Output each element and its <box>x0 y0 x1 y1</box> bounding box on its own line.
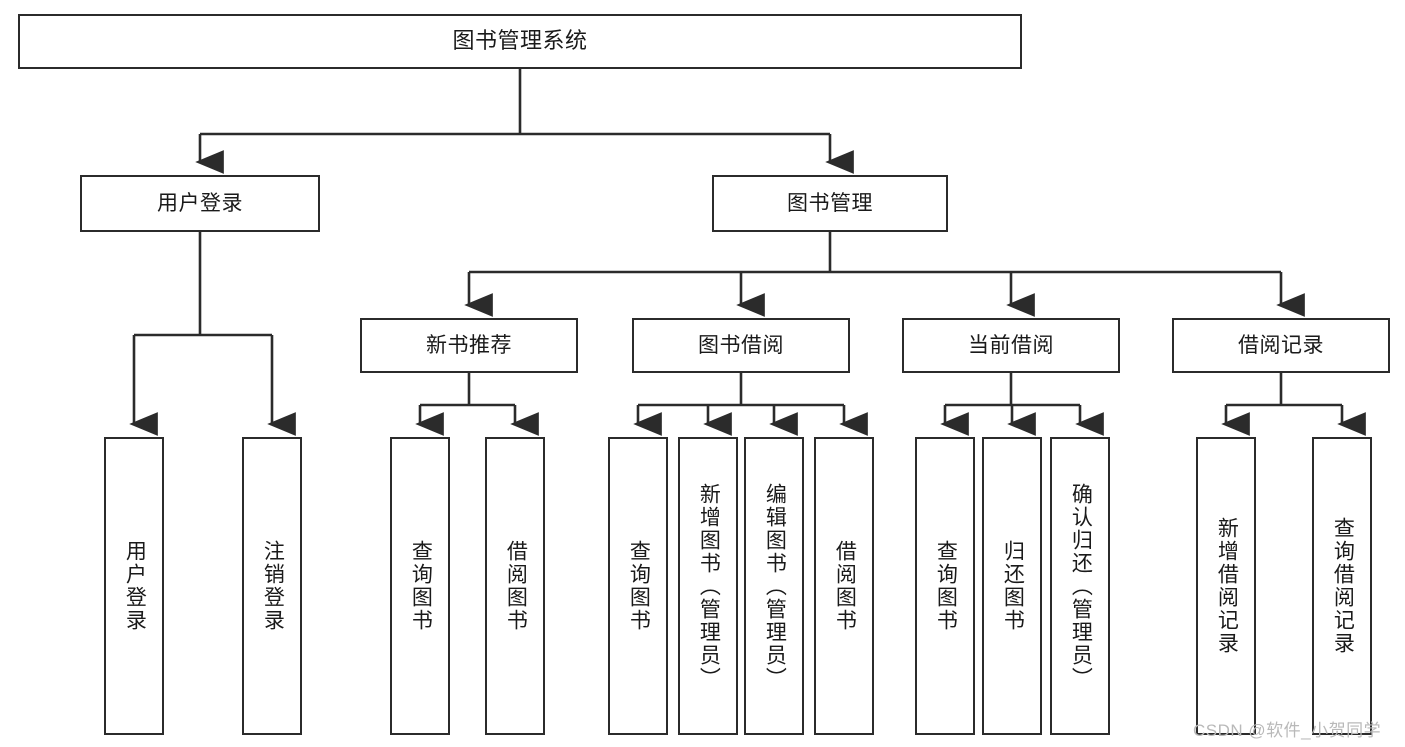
node-leaf-borrow-book-rec[interactable]: 借阅图书 <box>485 437 545 735</box>
node-leaf-borrow-book[interactable]: 借阅图书 <box>814 437 874 735</box>
node-root[interactable]: 图书管理系统 <box>18 14 1022 69</box>
node-root-label: 图书管理系统 <box>452 28 588 54</box>
node-leaf-query-book-borrow[interactable]: 查询图书 <box>608 437 668 735</box>
node-leaf-return-book[interactable]: 归还图书 <box>982 437 1042 735</box>
node-leaf-user-login[interactable]: 用户登录 <box>104 437 164 735</box>
node-leaf-query-record[interactable]: 查询借阅记录 <box>1312 437 1372 735</box>
node-leaf-edit-book[interactable]: 编辑图书（管理员） <box>744 437 804 735</box>
node-leaf-query-record-label: 查询借阅记录 <box>1331 517 1355 655</box>
node-leaf-query-book-rec-label: 查询图书 <box>409 540 433 632</box>
node-leaf-add-book-label: 新增图书（管理员） <box>697 482 721 690</box>
node-leaf-return-book-label: 归还图书 <box>1001 540 1025 632</box>
node-leaf-add-book[interactable]: 新增图书（管理员） <box>678 437 738 735</box>
node-leaf-borrow-book-label: 借阅图书 <box>833 540 857 632</box>
node-leaf-user-login-label: 用户登录 <box>123 540 147 632</box>
node-leaf-edit-book-label: 编辑图书（管理员） <box>763 482 787 690</box>
node-user-login-label: 用户登录 <box>157 191 243 215</box>
node-new-book-rec[interactable]: 新书推荐 <box>360 318 578 373</box>
node-book-borrow[interactable]: 图书借阅 <box>632 318 850 373</box>
node-book-manage-label: 图书管理 <box>787 191 873 215</box>
csdn-watermark: CSDN @软件_小贺同学 <box>1193 721 1382 740</box>
node-leaf-add-record[interactable]: 新增借阅记录 <box>1196 437 1256 735</box>
node-current-borrow[interactable]: 当前借阅 <box>902 318 1120 373</box>
node-leaf-add-record-label: 新增借阅记录 <box>1215 517 1239 655</box>
node-borrow-record-label: 借阅记录 <box>1238 333 1324 357</box>
node-leaf-logout[interactable]: 注销登录 <box>242 437 302 735</box>
node-leaf-query-book-cur-label: 查询图书 <box>934 540 958 632</box>
node-book-borrow-label: 图书借阅 <box>698 333 784 357</box>
node-current-borrow-label: 当前借阅 <box>968 333 1054 357</box>
node-new-book-rec-label: 新书推荐 <box>426 333 512 357</box>
node-leaf-confirm-return[interactable]: 确认归还（管理员） <box>1050 437 1110 735</box>
node-leaf-query-book-borrow-label: 查询图书 <box>627 540 651 632</box>
node-borrow-record[interactable]: 借阅记录 <box>1172 318 1390 373</box>
node-leaf-borrow-book-rec-label: 借阅图书 <box>504 540 528 632</box>
node-user-login[interactable]: 用户登录 <box>80 175 320 232</box>
node-leaf-query-book-rec[interactable]: 查询图书 <box>390 437 450 735</box>
node-leaf-logout-label: 注销登录 <box>261 540 285 632</box>
node-leaf-confirm-return-label: 确认归还（管理员） <box>1069 482 1093 690</box>
node-book-manage[interactable]: 图书管理 <box>712 175 948 232</box>
node-leaf-query-book-cur[interactable]: 查询图书 <box>915 437 975 735</box>
